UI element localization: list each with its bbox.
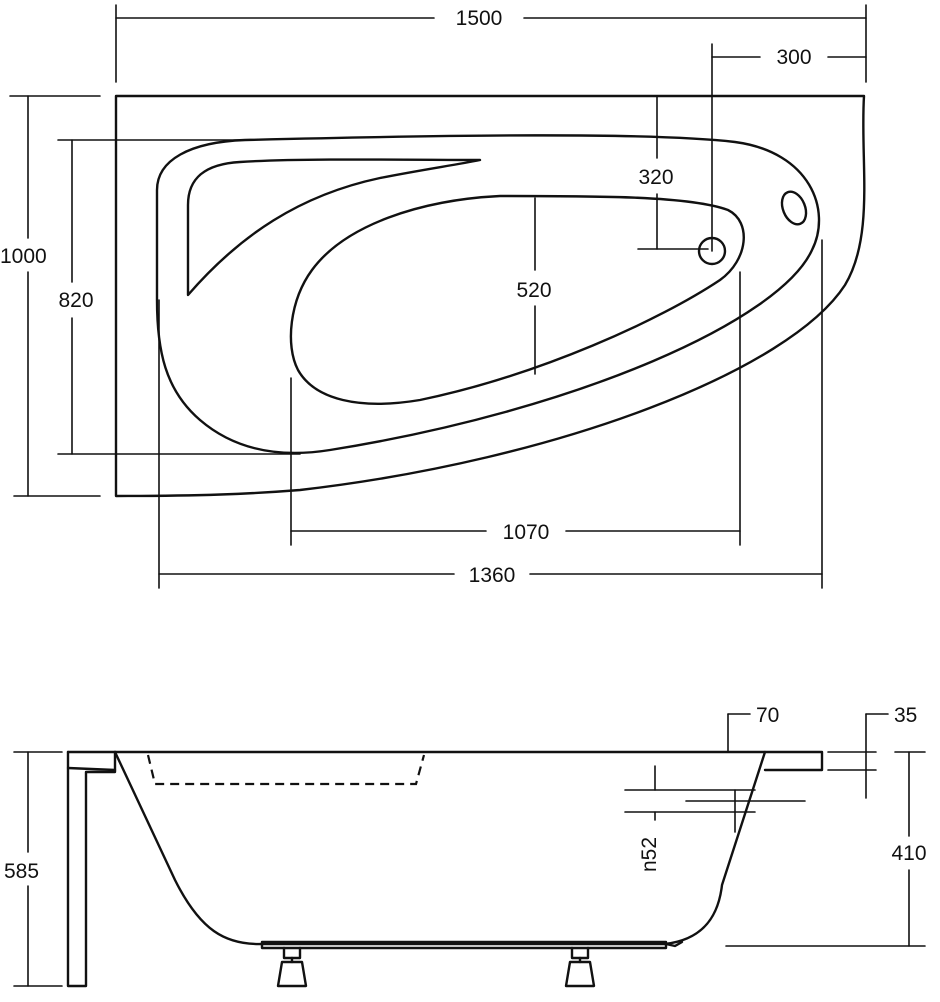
dim-inner-length-label: 1360 xyxy=(469,564,516,587)
dim-overflow-label: n52 xyxy=(638,837,661,872)
dim-waste-to-wall-label: 320 xyxy=(638,166,673,189)
side-view-leg-right xyxy=(564,946,596,988)
side-view-drain-stub xyxy=(664,940,684,948)
top-view-basin xyxy=(289,194,745,405)
side-view: n52 70 35 410 585 xyxy=(0,704,927,988)
dim-basin-length-label: 1070 xyxy=(503,521,550,544)
top-view: 1500 300 1000 820 320 520 1070 xyxy=(0,4,867,589)
overflow-icon xyxy=(780,190,808,226)
dim-overall-width-label: 1500 xyxy=(456,7,503,30)
top-view-backrest-recess xyxy=(186,158,482,297)
side-view-rim xyxy=(66,750,824,772)
side-view-front-panel xyxy=(66,750,117,988)
dim-waste-offset-label: 300 xyxy=(776,46,811,69)
side-view-leg-left xyxy=(276,946,308,988)
side-view-panel-edge xyxy=(66,766,117,772)
dim-overall-depth-label: 1000 xyxy=(0,245,47,268)
dim-tub-depth-label: 410 xyxy=(891,842,926,865)
side-view-backrest-dashed xyxy=(146,754,426,786)
top-view-inner-tub xyxy=(155,134,821,455)
dim-rim-width-label: 70 xyxy=(756,704,779,727)
top-view-outer-rim xyxy=(114,94,866,498)
dim-basin-depth-label: 520 xyxy=(516,279,551,302)
dim-overall-height-label: 585 xyxy=(4,860,39,883)
side-view-tub-body xyxy=(113,750,767,946)
dim-rim-thickness-label: 35 xyxy=(894,704,917,727)
dim-inner-depth-label: 820 xyxy=(58,289,93,312)
